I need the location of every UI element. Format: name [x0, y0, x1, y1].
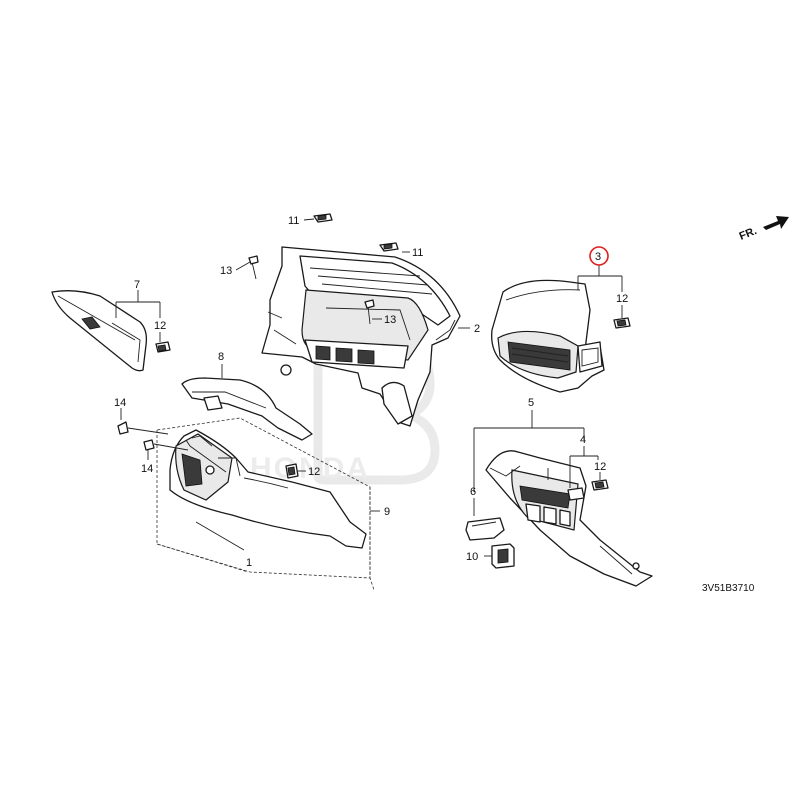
front-arrow-icon	[763, 216, 789, 230]
part-5-center-panel	[485, 450, 653, 587]
part-12-clip-right-top	[613, 317, 631, 329]
part-10-plug	[491, 543, 515, 569]
catalog-code: 3V51B3710	[702, 583, 755, 594]
part-8-column-cover	[181, 377, 313, 441]
leader-11a	[303, 218, 315, 221]
callout-11-top-right[interactable]: 11	[412, 247, 423, 259]
callout-8[interactable]: 8	[218, 351, 224, 363]
part-14-screw-bottom	[143, 439, 189, 451]
part-13-screw-left	[248, 255, 259, 280]
callout-13-center[interactable]: 13	[384, 314, 396, 326]
part-9-knee-bolster	[169, 429, 367, 551]
callout-5[interactable]: 5	[528, 397, 534, 409]
leader-7	[115, 290, 161, 318]
callout-12-center[interactable]: 12	[308, 466, 320, 478]
callout-12-right-bottom[interactable]: 12	[594, 461, 606, 473]
leader-3	[577, 265, 623, 292]
callout-3[interactable]: 3	[595, 251, 601, 263]
leader-13a	[235, 261, 251, 271]
part-4-switch	[567, 487, 585, 501]
callout-12-left[interactable]: 12	[154, 320, 166, 332]
leader-4	[569, 446, 599, 488]
callout-1[interactable]: 1	[246, 557, 252, 569]
callout-7[interactable]: 7	[134, 279, 140, 291]
callout-14-top[interactable]: 14	[114, 397, 126, 409]
part-12-clip-left	[155, 341, 171, 353]
part-13-screw-center	[364, 299, 375, 325]
callout-13-left[interactable]: 13	[220, 265, 232, 277]
part-11-clip-top-right	[379, 242, 399, 252]
part-6-lid	[465, 517, 505, 541]
part-12-clip-right-bottom	[591, 479, 609, 491]
leader-5	[473, 410, 585, 492]
part-7-side-panel	[51, 290, 148, 372]
front-direction-label: FR.	[738, 225, 759, 243]
callout-11-top-left[interactable]: 11	[288, 215, 299, 227]
part-14-screw-top	[117, 421, 169, 435]
callout-14-bottom[interactable]: 14	[141, 463, 153, 475]
part-12-clip-center	[285, 463, 299, 479]
part-11-clip-top-left	[313, 213, 333, 223]
part-3-vent-panel	[491, 279, 605, 393]
front-direction-indicator: FR.	[738, 216, 789, 243]
callout-6[interactable]: 6	[470, 486, 476, 498]
part-2-dashboard-panel	[261, 246, 461, 427]
highlight-ring-3	[589, 246, 609, 266]
callout-4[interactable]: 4	[580, 434, 586, 446]
callout-12-right-top[interactable]: 12	[616, 293, 628, 305]
callout-2[interactable]: 2	[474, 323, 480, 335]
callout-10[interactable]: 10	[466, 551, 478, 563]
outline-1	[156, 487, 375, 591]
callout-9[interactable]: 9	[384, 506, 390, 518]
